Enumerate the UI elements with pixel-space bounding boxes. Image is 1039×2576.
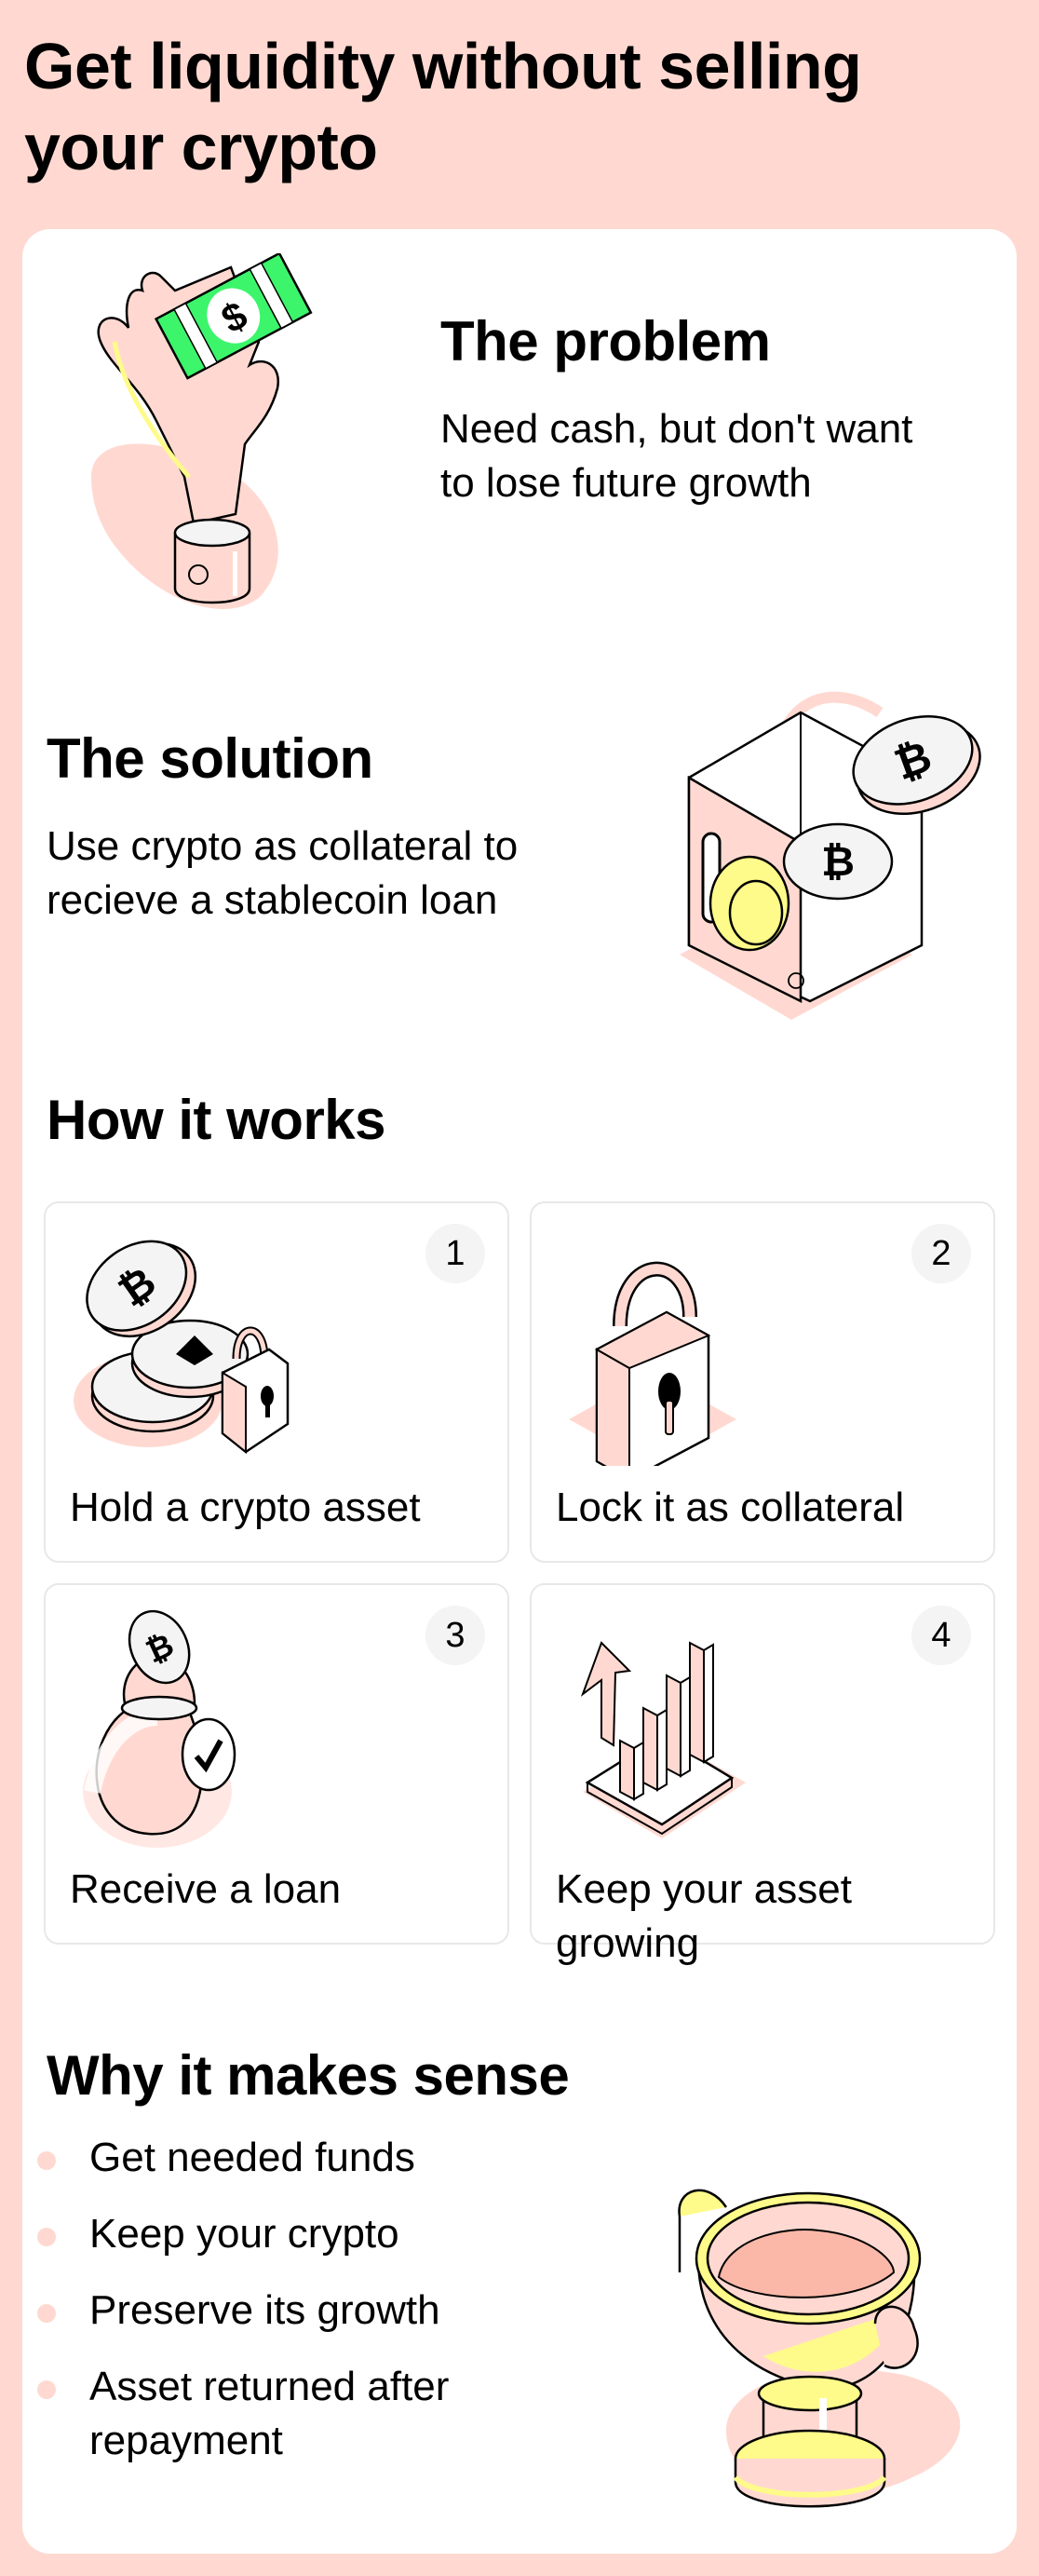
svg-text:₿: ₿ bbox=[821, 839, 855, 885]
safe-with-bitcoin-icon: ₿ ₿ bbox=[652, 675, 996, 1038]
step-number-badge: 2 bbox=[911, 1224, 971, 1283]
padlock-icon bbox=[550, 1224, 811, 1482]
step-card: ₿ 1 Hold a crypto asset bbox=[44, 1201, 509, 1563]
trophy-icon bbox=[670, 2170, 987, 2524]
step-label: Receive a loan bbox=[70, 1866, 342, 1912]
why-heading: Why it makes sense bbox=[47, 2044, 570, 2107]
step-label: Hold a crypto asset bbox=[70, 1485, 421, 1530]
list-item: Keep your crypto bbox=[37, 2207, 614, 2261]
list-item: Preserve its growth bbox=[37, 2284, 614, 2338]
step-label: Keep your asset growing bbox=[556, 1866, 852, 1966]
step-card: 2 Lock it as collateral bbox=[530, 1201, 995, 1563]
coins-and-padlock-icon: ₿ bbox=[64, 1224, 325, 1471]
bullet-dot-icon bbox=[37, 2380, 56, 2399]
hand-holding-cash-icon: $ bbox=[73, 251, 315, 617]
list-item: Asset returned after repayment bbox=[37, 2360, 559, 2468]
list-item: Get needed funds bbox=[37, 2131, 614, 2185]
bullet-dot-icon bbox=[37, 2151, 56, 2170]
step-number-badge: 3 bbox=[425, 1606, 485, 1665]
problem-text: Need cash, but don't want to lose future… bbox=[440, 406, 913, 506]
page-title: Get liquidity without selling your crypt… bbox=[24, 30, 862, 183]
growth-chart-icon bbox=[550, 1606, 811, 1852]
step-number-badge: 1 bbox=[425, 1224, 485, 1283]
step-card: ₿ 3 Receive a loan bbox=[44, 1583, 509, 1945]
bullet-dot-icon bbox=[37, 2304, 56, 2323]
problem-heading: The problem bbox=[440, 310, 771, 373]
benefits-list: Get needed funds Keep your crypto Preser… bbox=[37, 2131, 614, 2490]
step-label: Lock it as collateral bbox=[556, 1485, 905, 1530]
how-it-works-heading: How it works bbox=[47, 1089, 386, 1151]
step-card: 4 Keep your asset growing bbox=[530, 1583, 995, 1966]
bullet-dot-icon bbox=[37, 2228, 56, 2246]
step-number-badge: 4 bbox=[911, 1606, 971, 1665]
solution-heading: The solution bbox=[47, 727, 373, 790]
money-bag-with-check-icon: ₿ bbox=[64, 1606, 325, 1852]
solution-text: Use crypto as collateral to recieve a st… bbox=[47, 823, 519, 923]
